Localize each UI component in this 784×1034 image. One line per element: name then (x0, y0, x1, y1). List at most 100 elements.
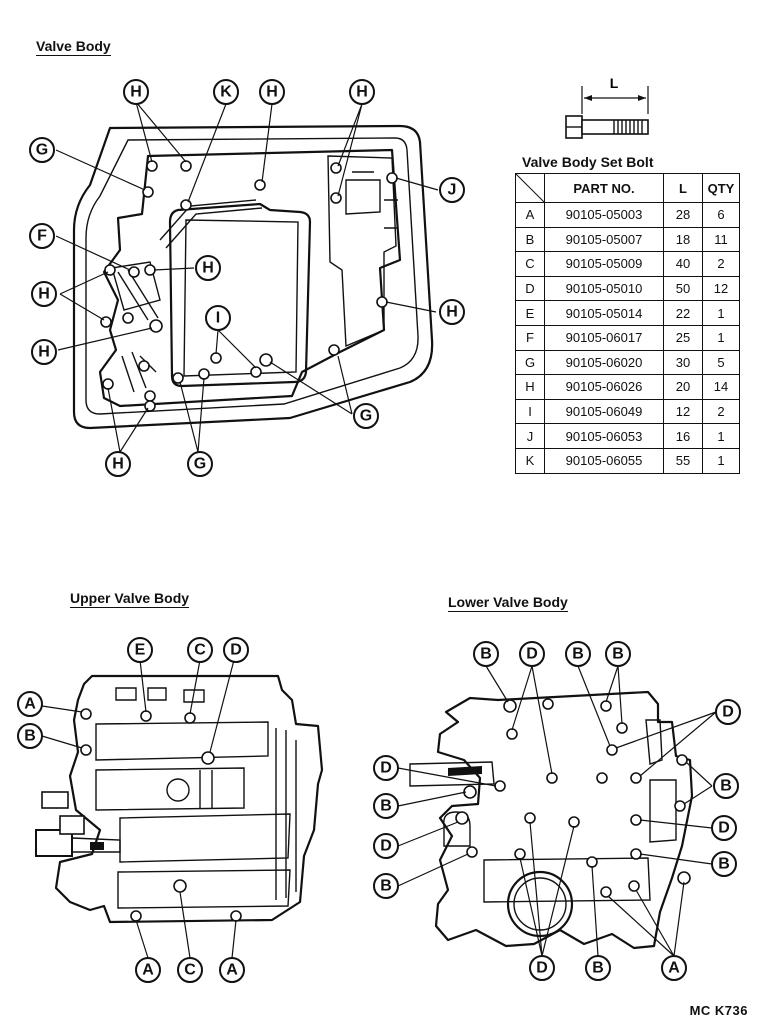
callout-B: B (585, 955, 611, 981)
row-part-no: 90105-06055 (544, 447, 664, 474)
row-qty: 2 (702, 251, 740, 277)
callout-G: G (353, 403, 379, 429)
callout-B: B (473, 641, 499, 667)
upper-callouts: A B E C D A C A (17, 637, 249, 983)
row-part-no: 90105-06026 (544, 374, 664, 400)
svg-text:A: A (142, 962, 154, 979)
svg-text:B: B (720, 778, 732, 795)
upper-leader-lines (41, 659, 237, 959)
row-part-no: 90105-06017 (544, 324, 664, 351)
svg-text:B: B (380, 878, 392, 895)
row-qty: 12 (702, 275, 740, 302)
callout-H: H (195, 255, 221, 281)
row-key: C (515, 251, 545, 277)
row-length: 22 (663, 300, 703, 326)
bolt-table-header: PART NO. L QTY (515, 173, 740, 203)
callout-B: B (713, 773, 739, 799)
bolt-sketch (565, 86, 649, 139)
row-qty: 11 (702, 226, 740, 253)
row-key: J (515, 423, 545, 449)
svg-text:B: B (380, 798, 392, 815)
svg-text:D: D (380, 838, 392, 855)
callout-D: D (223, 637, 249, 663)
row-key: A (515, 202, 545, 228)
svg-text:G: G (194, 456, 206, 473)
callout-G: G (29, 137, 55, 163)
row-key: E (515, 300, 545, 326)
row-part-no: 90105-05003 (544, 202, 664, 228)
lower-valve-body-drawing: B D B B D B D B D D B B D B A (373, 641, 741, 981)
callout-B: B (17, 723, 43, 749)
row-part-no: 90105-05009 (544, 251, 664, 277)
svg-text:H: H (130, 84, 142, 101)
callout-K: K (213, 79, 239, 105)
bolt-table-title: Valve Body Set Bolt (522, 154, 654, 170)
lower-valve-body-title: Lower Valve Body (448, 594, 568, 612)
row-length: 16 (663, 423, 703, 449)
svg-text:D: D (526, 646, 538, 663)
svg-text:B: B (592, 960, 604, 977)
row-qty: 5 (702, 349, 740, 376)
valve-body-callouts: H K H H G J F H H H I H G H G (29, 79, 465, 477)
bolt-length-label: L (610, 75, 619, 91)
svg-text:B: B (718, 856, 730, 873)
svg-text:D: D (718, 820, 730, 837)
svg-text:G: G (360, 408, 372, 425)
callout-D: D (373, 755, 399, 781)
svg-text:H: H (38, 286, 50, 303)
header-qty: QTY (702, 173, 740, 203)
row-length: 30 (663, 349, 703, 376)
svg-text:I: I (216, 310, 220, 327)
row-length: 18 (663, 226, 703, 253)
callout-B: B (711, 851, 737, 877)
svg-text:H: H (446, 304, 458, 321)
svg-text:A: A (226, 962, 238, 979)
row-qty: 1 (702, 324, 740, 351)
row-length: 12 (663, 398, 703, 425)
svg-text:E: E (135, 642, 146, 659)
diagonal-slash (516, 174, 544, 202)
header-length: L (663, 173, 703, 203)
svg-text:H: H (202, 260, 214, 277)
callout-G: G (187, 451, 213, 477)
callout-H: H (31, 281, 57, 307)
callout-A: A (135, 957, 161, 983)
callout-H: H (259, 79, 285, 105)
callout-C: C (187, 637, 213, 663)
lower-bolt-holes (455, 698, 691, 898)
figure-code: MC K736 (689, 1003, 748, 1018)
row-part-no: 90105-06020 (544, 349, 664, 376)
callout-B: B (605, 641, 631, 667)
callout-D: D (519, 641, 545, 667)
svg-text:G: G (36, 142, 48, 159)
row-part-no: 90105-06049 (544, 398, 664, 425)
row-qty: 14 (702, 374, 740, 400)
svg-text:H: H (112, 456, 124, 473)
row-key: F (515, 324, 545, 351)
row-qty: 1 (702, 447, 740, 474)
callout-B: B (373, 873, 399, 899)
svg-text:H: H (266, 84, 278, 101)
row-part-no: 90105-05007 (544, 226, 664, 253)
callout-A: A (219, 957, 245, 983)
row-qty: 2 (702, 398, 740, 425)
row-part-no: 90105-06053 (544, 423, 664, 449)
svg-text:D: D (380, 760, 392, 777)
callout-D: D (715, 699, 741, 725)
valve-body-bolt-holes (100, 160, 398, 412)
svg-text:A: A (668, 960, 680, 977)
upper-bolt-holes (80, 708, 242, 922)
callout-D: D (529, 955, 555, 981)
callout-H: H (105, 451, 131, 477)
row-part-no: 90105-05014 (544, 300, 664, 326)
callout-A: A (17, 691, 43, 717)
valve-body-leader-lines (55, 101, 439, 453)
